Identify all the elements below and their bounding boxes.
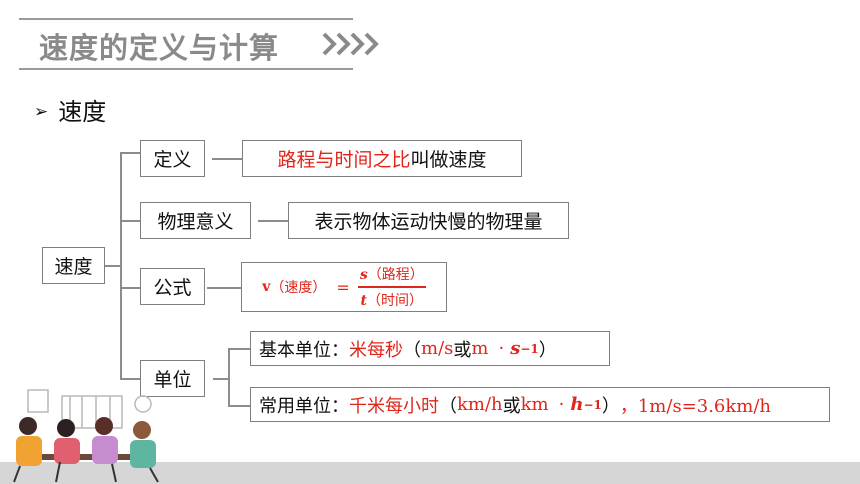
root-node-speed: 速度 [42, 247, 105, 284]
connector-definition [212, 158, 242, 160]
formula-s-note: （路程） [367, 267, 424, 284]
title-top-rule [19, 18, 353, 20]
basic-paren-close: ） [538, 339, 557, 361]
node-formula-label: 公式 [153, 277, 192, 299]
formula-s-symbol: s [359, 267, 368, 284]
bracket-branch-unit [120, 378, 140, 380]
common-paren-open: （ [439, 395, 457, 417]
common-unit-symbol: km/h [457, 394, 503, 415]
basic-unit-prefix: 基本单位： [259, 339, 349, 361]
unit-bracket-vertical [228, 348, 230, 405]
node-physical-meaning-label: 物理意义 [157, 211, 234, 233]
node-definition: 定义 [140, 140, 205, 177]
formula-fraction: s（路程） t（时间） [357, 264, 426, 309]
root-node-label: 速度 [54, 256, 93, 278]
common-unit-prefix: 常用单位： [259, 395, 349, 417]
node-definition-label: 定义 [153, 149, 192, 171]
connector-meaning [258, 220, 288, 222]
definition-highlight: 路程与时间之比 [277, 149, 411, 171]
connector-formula [207, 287, 241, 289]
unit-conversion: ，1m/s=3.6km/h [619, 395, 772, 417]
bracket-branch-meaning [120, 220, 140, 222]
common-unit-name: 千米每小时 [349, 395, 439, 417]
unit-bracket-common [228, 405, 250, 407]
title-bottom-rule [19, 68, 353, 70]
basic-unit-name: 米每秒 [349, 339, 403, 361]
common-unit2-dot: · [558, 394, 565, 415]
formula-equals: = [336, 277, 350, 297]
definition-content-box: 路程与时间之比叫做速度 [242, 140, 522, 177]
node-unit: 单位 [140, 360, 205, 397]
speed-formula: v （速度） = s（路程） t（时间） [262, 264, 426, 309]
bracket-branch-definition [120, 152, 140, 154]
basic-unit2-base: m [471, 338, 489, 359]
basic-unit-symbol: m/s [421, 338, 454, 359]
meaning-content: 表示物体运动快慢的物理量 [314, 211, 543, 233]
unit-connector [213, 378, 228, 380]
people-at-table-illustration [13, 389, 159, 483]
chevron-arrows-icon [322, 32, 379, 56]
main-bracket-vertical [120, 152, 122, 378]
slide-title: 速度的定义与计算 [39, 31, 280, 65]
section-heading: ➢ 速度 [34, 92, 106, 127]
title-banner: 速度的定义与计算 [19, 18, 379, 70]
basic-unit2-exponent: −1 [520, 341, 539, 356]
common-paren-close: ） [601, 395, 620, 417]
node-formula: 公式 [140, 268, 205, 305]
common-unit-or: 或 [502, 395, 521, 417]
formula-v-symbol: v [262, 279, 271, 295]
bracket-branch-formula [120, 287, 140, 289]
basic-unit2-symbol: s [510, 338, 521, 359]
basic-paren-open: （ [403, 339, 421, 361]
node-physical-meaning: 物理意义 [140, 202, 251, 239]
basic-unit-or: 或 [453, 339, 472, 361]
meaning-content-box: 表示物体运动快慢的物理量 [288, 202, 569, 239]
formula-t-symbol: t [360, 292, 367, 309]
common-unit2-exponent: −1 [583, 397, 602, 412]
arrow-bullet-icon: ➢ [34, 102, 49, 122]
section-heading-text: 速度 [58, 98, 107, 126]
footer-bar [0, 462, 860, 484]
formula-t-note: （时间） [367, 292, 423, 309]
common-unit2-base: km [520, 394, 549, 415]
unit-bracket-basic [228, 348, 250, 350]
formula-v-note: （速度） [270, 280, 327, 296]
node-unit-label: 单位 [153, 369, 192, 391]
root-connector [105, 265, 120, 267]
basic-unit2-dot: · [498, 338, 505, 359]
definition-rest: 叫做速度 [410, 149, 487, 171]
formula-box: v （速度） = s（路程） t（时间） [241, 262, 447, 312]
common-unit2-symbol: h [570, 394, 584, 415]
